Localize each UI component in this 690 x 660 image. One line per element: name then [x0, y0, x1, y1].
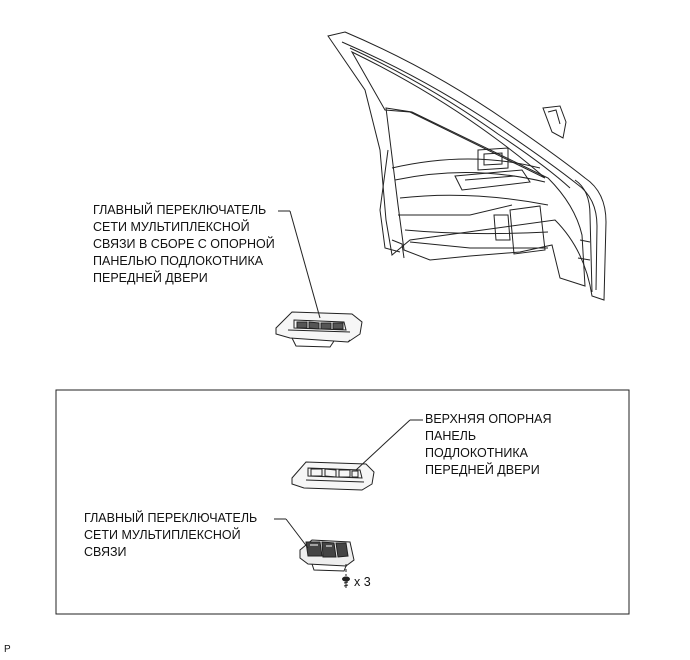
detail-frame — [56, 390, 629, 614]
callout-label-assembly: ГЛАВНЫЙ ПЕРЕКЛЮЧАТЕЛЬ СЕТИ МУЛЬТИПЛЕКСНО… — [93, 202, 275, 287]
screw-icon — [343, 577, 350, 588]
screw-quantity: x 3 — [354, 575, 371, 589]
master-switch-illustration — [300, 540, 354, 571]
switch-assembly-illustration — [276, 312, 362, 347]
label-line: ПОДЛОКОТНИКА — [425, 446, 528, 460]
callout-label-master-switch: ГЛАВНЫЙ ПЕРЕКЛЮЧАТЕЛЬ СЕТИ МУЛЬТИПЛЕКСНО… — [84, 510, 257, 561]
label-line: ПАНЕЛЬЮ ПОДЛОКОТНИКА — [93, 254, 264, 268]
front-door-illustration — [328, 32, 606, 300]
label-line: ГЛАВНЫЙ ПЕРЕКЛЮЧАТЕЛЬ — [84, 511, 258, 525]
label-line: ПАНЕЛЬ — [425, 429, 477, 443]
label-line: СВЯЗИ В СБОРЕ С ОПОРНОЙ — [93, 237, 275, 251]
callout-label-upper-panel: ВЕРХНЯЯ ОПОРНАЯ ПАНЕЛЬ ПОДЛОКОТНИКА ПЕРЕ… — [425, 411, 552, 479]
label-line: СЕТИ МУЛЬТИПЛЕКСНОЙ — [93, 220, 250, 234]
callout-leader-upper-panel-diagonal — [356, 420, 410, 470]
label-line: СВЯЗИ — [84, 545, 127, 559]
callout-leader-assembly-diagonal — [290, 211, 320, 318]
label-line: ГЛАВНЫЙ ПЕРЕКЛЮЧАТЕЛЬ — [93, 203, 267, 217]
label-line: СЕТИ МУЛЬТИПЛЕКСНОЙ — [84, 528, 241, 542]
label-line: ПЕРЕДНЕЙ ДВЕРИ — [93, 271, 208, 285]
corner-mark: P — [4, 644, 11, 655]
upper-armrest-panel-illustration — [292, 462, 374, 490]
label-line: ПЕРЕДНЕЙ ДВЕРИ — [425, 463, 540, 477]
label-line: ВЕРХНЯЯ ОПОРНАЯ — [425, 412, 552, 426]
callout-leader-master-switch-diagonal — [286, 519, 308, 548]
